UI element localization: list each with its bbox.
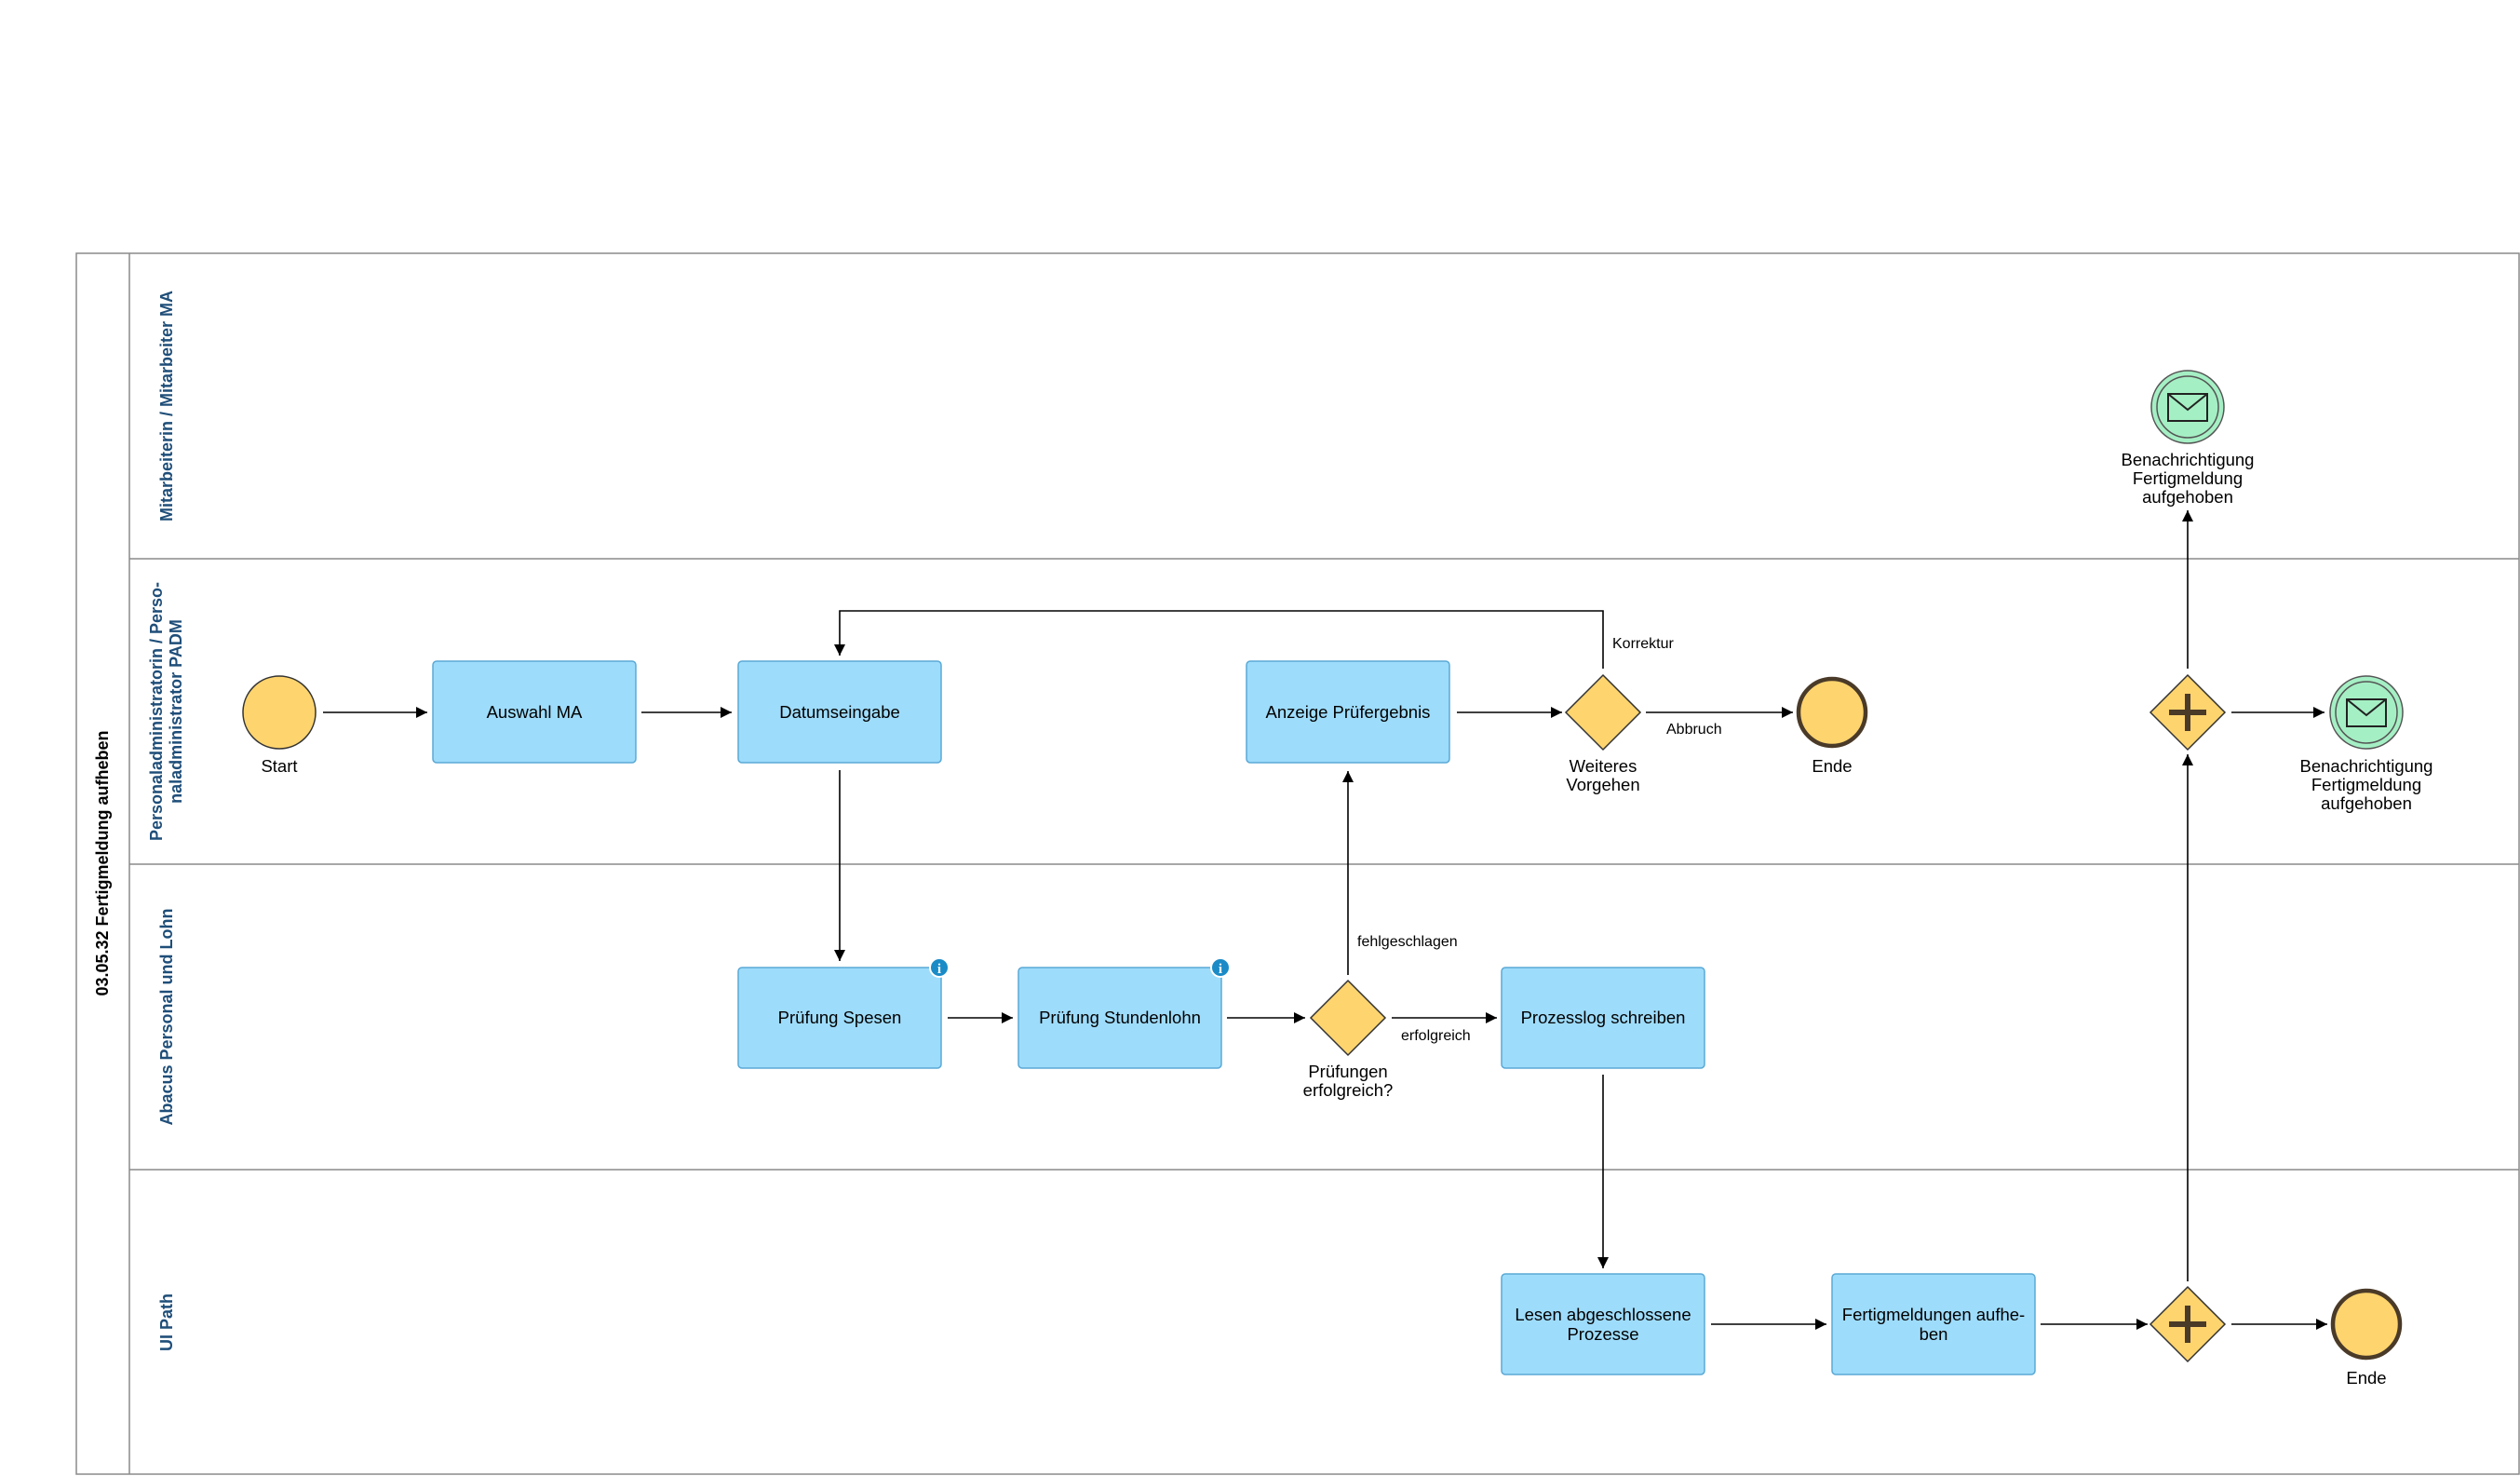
task-fertigmeldungen-aufheben[interactable]: Fertigmeldungen aufhe- ben <box>1831 1273 2036 1375</box>
end-event-label: Ende <box>2346 1368 2386 1388</box>
flow-labels: Korrektur Abbruch fehlgeschlagen erfolgr… <box>1357 636 1722 1044</box>
lane-title-padm-line2: naladministrator PADM <box>167 619 185 804</box>
plus-icon <box>2169 694 2206 731</box>
task-label: Prozesslog schreiben <box>1521 1008 1686 1027</box>
gateway-weiteres-vorgehen[interactable]: Weiteres Vorgehen <box>1564 673 1642 794</box>
start-event-label: Start <box>261 756 297 776</box>
gateway-label-line2: Vorgehen <box>1566 775 1639 794</box>
task-lesen-abgeschlossene-prozesse[interactable]: Lesen abgeschlossene Prozesse <box>1501 1273 1705 1375</box>
task-label: Datumseingabe <box>779 702 900 722</box>
end-event-label: Ende <box>1812 756 1852 776</box>
gateway-label-line1: Weiteres <box>1570 756 1637 776</box>
tasks: Auswahl MA Datumseingabe Anzeige Prüferg… <box>432 660 2036 1375</box>
envelope-icon <box>2167 393 2208 422</box>
gateway-pruefungen-erfolgreich[interactable]: Prüfungen erfolgreich? <box>1303 979 1394 1100</box>
info-icon-glyph: i <box>937 962 941 977</box>
message-event-label-line2: Fertigmeldung <box>2311 775 2421 794</box>
plus-icon <box>2169 1306 2206 1343</box>
task-label-line1: Lesen abgeschlossene <box>1515 1305 1691 1324</box>
info-icon-glyph: i <box>1219 962 1222 977</box>
lane-title-uipath: UI Path <box>157 1293 176 1351</box>
info-icon[interactable]: i <box>929 957 950 978</box>
message-event-label-line2: Fertigmeldung <box>2133 468 2243 488</box>
sequence-flows <box>323 510 2327 1330</box>
task-auswahl-ma[interactable]: Auswahl MA <box>432 660 637 764</box>
task-label: Prüfung Stundenlohn <box>1039 1008 1201 1027</box>
flow-label-erfolgreich: erfolgreich <box>1401 1028 1471 1044</box>
task-label: Prüfung Spesen <box>778 1008 902 1027</box>
message-event-label-line1: Benachrichtigung <box>2300 756 2433 776</box>
parallel-gateway-padm[interactable] <box>2149 673 2227 752</box>
flow-label-fehlgeschlagen: fehlgeschlagen <box>1357 934 1458 950</box>
end-event-padm[interactable]: Ende <box>1796 676 1868 776</box>
gateway-label-line2: erfolgreich? <box>1303 1080 1394 1100</box>
message-event-label-line1: Benachrichtigung <box>2122 450 2255 469</box>
gateway-label-line1: Prüfungen <box>1308 1062 1387 1081</box>
message-event-padm[interactable]: Benachrichtigung Fertigmeldung aufgehobe… <box>2300 675 2433 813</box>
task-label: Anzeige Prüfergebnis <box>1266 702 1431 722</box>
pool: 03.05.32 Fertigmeldung aufheben Mitarbei… <box>75 252 2520 1475</box>
info-icon[interactable]: i <box>1210 957 1231 978</box>
flow-label-korrektur: Korrektur <box>1612 636 1674 652</box>
flow-label-abbruch: Abbruch <box>1666 722 1722 738</box>
end-event-uipath[interactable]: Ende <box>2330 1288 2403 1388</box>
lane-title-abacus: Abacus Personal und Lohn <box>157 908 176 1125</box>
envelope-icon <box>2346 698 2387 727</box>
start-event[interactable]: Start <box>242 675 317 776</box>
task-label-line2: Prozesse <box>1567 1324 1638 1344</box>
events: Start Ende Ende Benachrichtigung Fertigm… <box>242 370 2433 1388</box>
lane-title-mitarbeiter: Mitarbeiterin / Mitarbeiter MA <box>157 291 176 521</box>
pool-title: 03.05.32 Fertigmeldung aufheben <box>93 730 112 995</box>
lane-title-padm-line1: Personaladministratorin / Perso- <box>147 582 166 841</box>
task-prozesslog-schreiben[interactable]: Prozesslog schreiben <box>1501 967 1705 1069</box>
message-event-ma[interactable]: Benachrichtigung Fertigmeldung aufgehobe… <box>2122 370 2255 507</box>
message-event-label-line3: aufgehoben <box>2142 487 2233 507</box>
task-pruefung-spesen[interactable]: Prüfung Spesen <box>737 967 942 1069</box>
task-label-line2: ben <box>1920 1324 1948 1344</box>
parallel-gateway-uipath[interactable] <box>2149 1285 2227 1363</box>
gateways: Weiteres Vorgehen Prüfungen erfolgreich? <box>1303 673 2227 1363</box>
flow-korrektur <box>834 610 1604 669</box>
task-label: Auswahl MA <box>487 702 583 722</box>
task-anzeige-pruefergebnis[interactable]: Anzeige Prüfergebnis <box>1246 660 1450 764</box>
task-datumseingabe[interactable]: Datumseingabe <box>737 660 942 764</box>
task-label-line1: Fertigmeldungen aufhe- <box>1842 1305 2025 1324</box>
message-event-label-line3: aufgehoben <box>2321 793 2412 813</box>
task-pruefung-stundenlohn[interactable]: Prüfung Stundenlohn <box>1017 967 1222 1069</box>
